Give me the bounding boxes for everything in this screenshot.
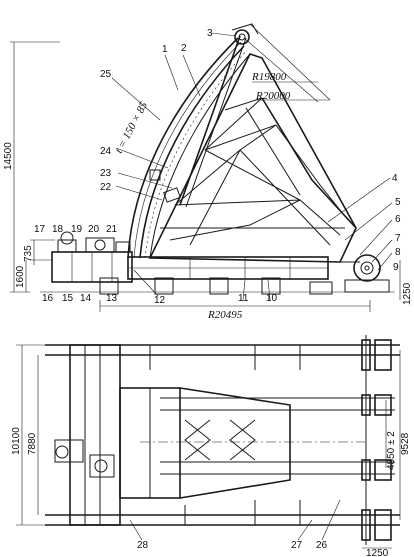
callout-23: 23 <box>100 168 112 179</box>
callout-2: 2 <box>181 43 187 54</box>
callout-4: 4 <box>392 173 398 184</box>
callout-20: 20 <box>88 224 100 235</box>
callout-15: 15 <box>62 293 74 304</box>
callout-25: 25 <box>100 69 112 80</box>
dim-h1250-side: 1250 <box>402 282 413 305</box>
callout-12: 12 <box>154 295 166 306</box>
dim-r20495: R20495 <box>207 309 243 321</box>
tilting-frame <box>148 35 357 263</box>
dim-w9528: 9528 <box>400 432 411 455</box>
plan-view <box>16 335 401 549</box>
dim-rail: t = 150 × 85 <box>113 100 150 156</box>
callout-10: 10 <box>266 293 278 304</box>
callout-11: 11 <box>238 293 249 304</box>
callout-21: 21 <box>106 224 118 235</box>
callout-7: 7 <box>395 233 401 244</box>
callout-18: 18 <box>52 224 64 235</box>
dim-w4850: 4850 ± 2 <box>386 431 397 470</box>
curved-sector <box>127 37 251 259</box>
callout-5: 5 <box>395 197 401 208</box>
callout-1: 1 <box>162 44 168 55</box>
callout-9: 9 <box>393 262 399 273</box>
dim-h735: 735 <box>23 245 34 262</box>
lower-beam <box>127 256 329 280</box>
dim-w10100: 10100 <box>11 427 22 455</box>
callout-19: 19 <box>71 224 83 235</box>
callout-13: 13 <box>106 293 118 304</box>
dim-r19800: R19800 <box>251 71 287 83</box>
callout-26: 26 <box>316 540 328 551</box>
bearing-assemblies <box>361 335 392 545</box>
callout-24: 24 <box>100 146 112 157</box>
dim-r20000: R20000 <box>255 90 291 102</box>
callout-28: 28 <box>137 540 149 551</box>
drive-unit <box>51 231 133 283</box>
dim-h14500: 14500 <box>3 142 14 170</box>
callout-labels: 1 2 3 4 5 6 7 8 9 10 11 12 13 14 15 16 1… <box>34 28 401 551</box>
callout-22: 22 <box>100 182 112 193</box>
callout-17: 17 <box>34 224 46 235</box>
foundation-piers <box>99 277 333 295</box>
side-elevation <box>10 23 401 312</box>
callout-27: 27 <box>291 540 303 551</box>
callout-8: 8 <box>395 247 401 258</box>
dim-w1250-plan: 1250 <box>366 548 389 557</box>
callout-16: 16 <box>42 293 54 304</box>
callout-3: 3 <box>207 28 213 39</box>
pivot-bearing <box>340 254 390 293</box>
dim-h1600: 1600 <box>15 265 26 288</box>
callout-14: 14 <box>80 293 92 304</box>
callout-6: 6 <box>395 214 401 225</box>
head-pulley <box>231 23 259 45</box>
dim-w7880: 7880 <box>27 432 38 455</box>
